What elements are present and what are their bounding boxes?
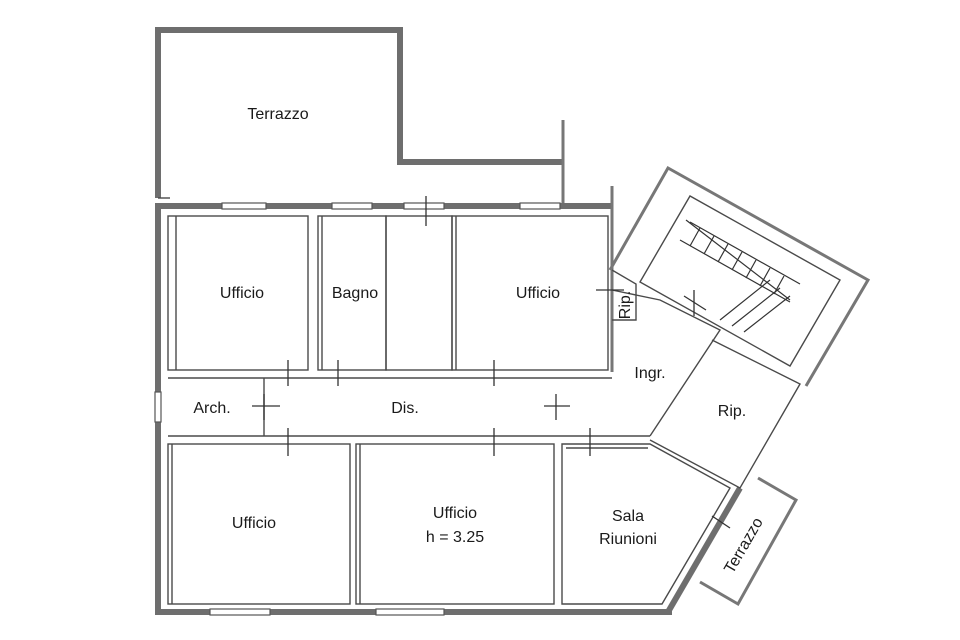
label-rip: Rip. [718,403,746,420]
terrace-side-walls [699,476,799,607]
label-dis: Dis. [391,400,419,417]
stair-block [608,165,871,387]
label-ufficio-4-height: h = 3.25 [426,529,484,546]
windows [154,202,561,616]
label-sala-line1: Sala [612,508,644,525]
doors [252,196,731,529]
label-bagno: Bagno [332,285,378,302]
label-ufficio-3: Ufficio [232,515,276,532]
terrace-top-walls [155,27,565,205]
interior-walls [167,215,801,605]
label-rip-small: Rip. [617,291,634,319]
label-ufficio-2: Ufficio [516,285,560,302]
label-sala-line2: Riunioni [599,531,657,548]
label-ingr: Ingr. [634,365,665,382]
label-terrazzo-top: Terrazzo [247,106,308,123]
main-outer-walls [155,186,743,615]
label-ufficio-1: Ufficio [220,285,264,302]
label-arch: Arch. [193,400,230,417]
label-ufficio-4: Ufficio [433,505,477,522]
